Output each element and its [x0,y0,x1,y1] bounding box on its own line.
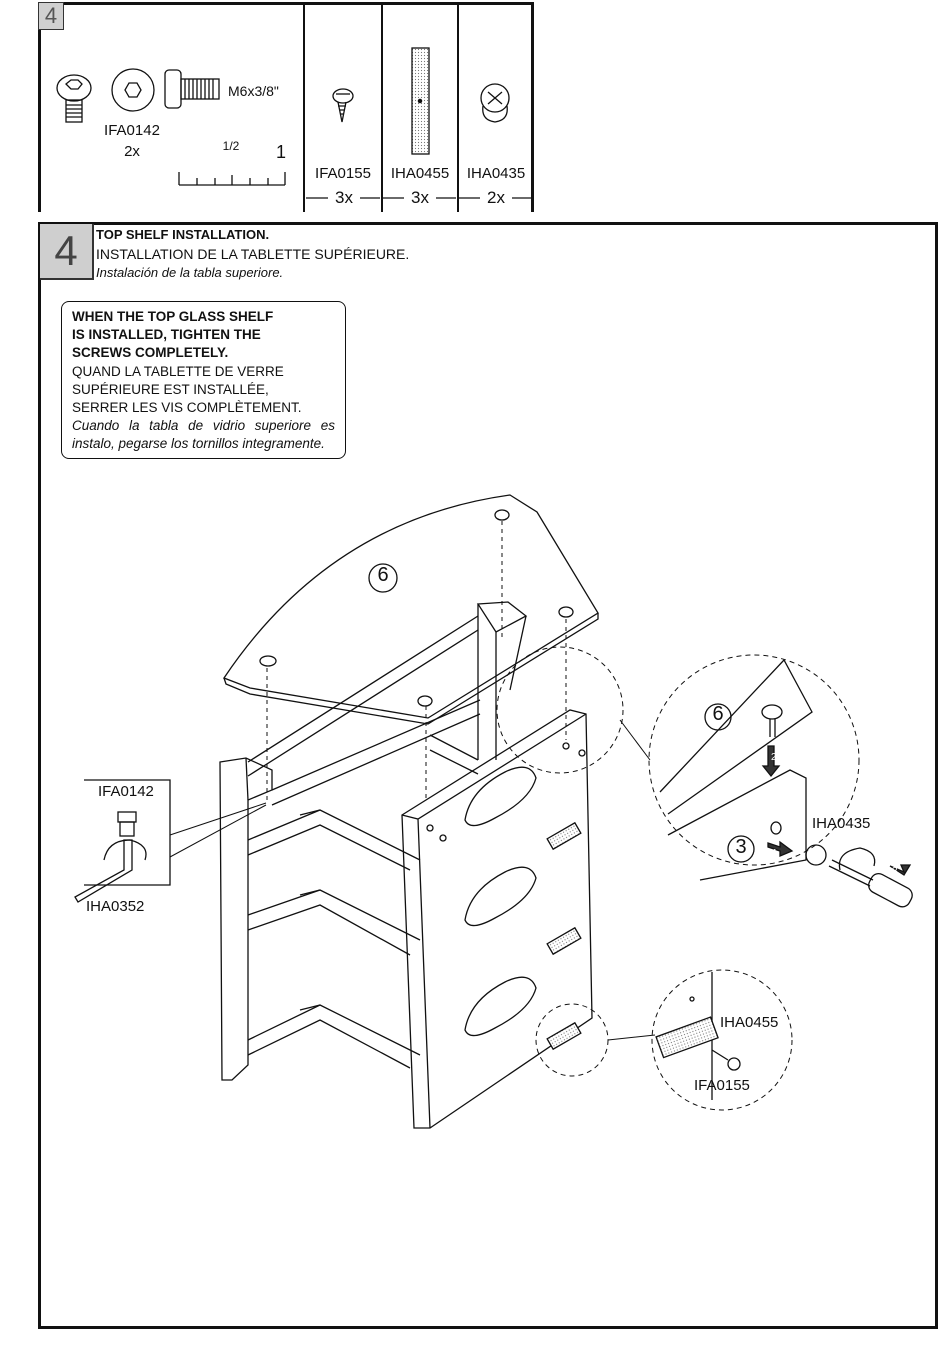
note-fr-line3: SERRER LES VIS COMPLÈTEMENT. [72,400,302,416]
callout-ifa0155: IFA0155 [694,1077,750,1094]
cam-lock-icon [480,83,510,123]
bolt-head-hex-icon [111,68,155,112]
warning-note: WHEN THE TOP GLASS SHELF IS INSTALLED, T… [61,301,346,459]
bolt-size-label: M6x3/8" [228,83,279,99]
note-fr-line2: SUPÉRIEURE EST INSTALLÉE, [72,381,269,397]
step-title-es: Instalación de la tabla superiore. [96,265,284,280]
bolt-code: IFA0142 [104,122,160,139]
note-en-line2: IS INSTALLED, TIGHTEN THE [72,327,261,343]
part-qty-ifa0155: 3x [330,188,358,208]
part-code-ifa0155: IFA0155 [315,165,371,182]
arrow-step-1: 1 [772,848,778,859]
screw-icon [332,88,354,123]
note-en-line1: WHEN THE TOP GLASS SHELF [72,309,274,324]
plate-strip-icon [411,47,430,155]
arrow-step-2: 2 [771,752,777,763]
column-divider [381,2,383,212]
bolt-icon [56,74,92,123]
frame-rails [247,615,481,1069]
note-fr-line1: QUAND LA TABLETTE DE VERRE [72,363,284,379]
arrow-step-3: 3 [892,866,898,877]
glass-shelf [223,494,599,725]
callout-iha0352: IHA0352 [86,898,145,915]
part-qty-iha0455: 3x [406,188,434,208]
detail-panel-number: 3 [735,836,747,858]
parts-panel [38,2,534,212]
note-en-line3: SCREWS COMPLETELY. [72,345,229,361]
detail-cam-lock [648,654,913,908]
step-title-fr: INSTALLATION DE LA TABLETTE SUPÉRIEURE. [96,246,410,262]
callout-ifa0142: IFA0142 [98,783,154,800]
parts-step-number: 4 [38,2,64,30]
callout-iha0455: IHA0455 [720,1014,779,1031]
column-divider [457,2,459,212]
shelf-number-circle [368,563,398,593]
part-code-iha0435: IHA0435 [466,165,526,182]
allen-key-callout [74,779,171,903]
scale-half-label: 1/2 [222,139,240,153]
part-code-iha0455: IHA0455 [390,165,450,182]
back-post [476,601,528,760]
left-leg [219,757,273,1081]
step-number: 4 [40,224,94,280]
detail-shelf-number: 6 [712,703,724,725]
scale-one-label: 1 [276,142,287,162]
note-es-text: Cuando la tabla de vidrio superiore es i… [72,418,335,452]
bolt-qty: 2x [124,143,140,160]
callout-iha0435: IHA0435 [812,815,871,832]
shelf-number: 6 [377,564,389,586]
part-qty-iha0435: 2x [482,188,510,208]
column-divider [303,2,305,212]
bolt-side-icon [164,69,220,109]
step-title-en: TOP SHELF INSTALLATION. [96,227,270,242]
step-panel [38,222,938,1329]
side-panel [401,709,593,1129]
scale-ruler [178,172,286,186]
detail-plate [651,969,793,1111]
